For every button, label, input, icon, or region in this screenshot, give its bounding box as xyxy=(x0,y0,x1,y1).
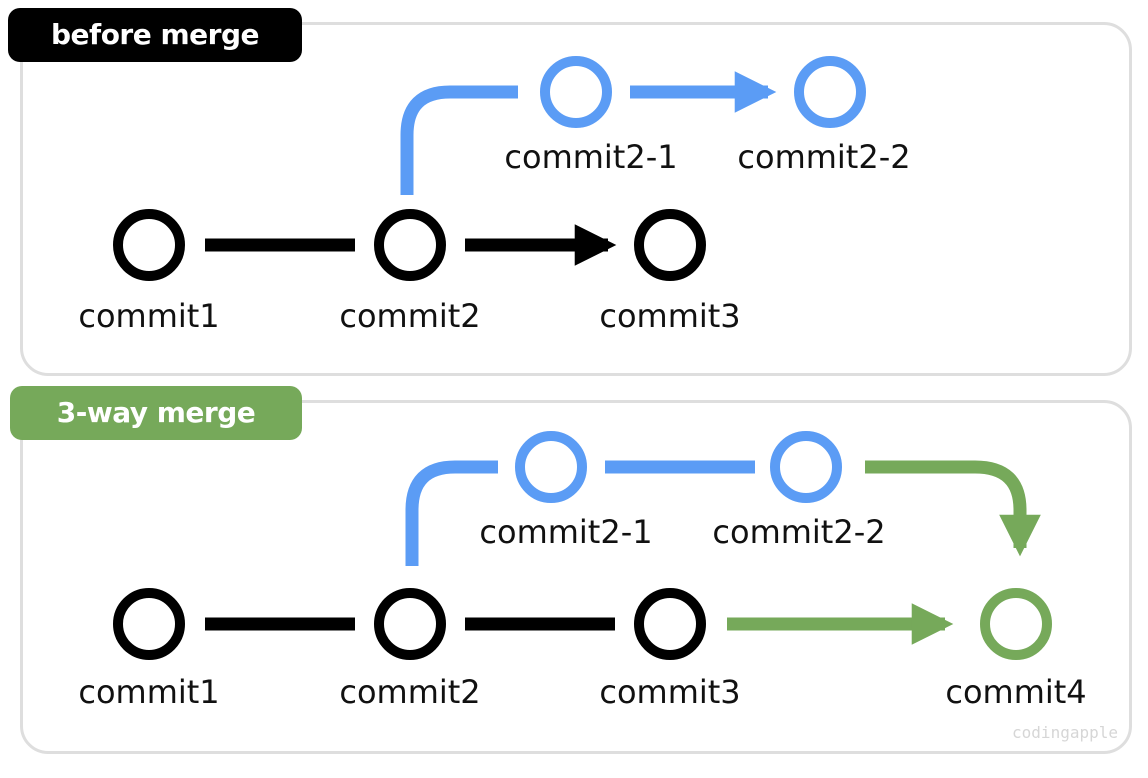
commit2-node xyxy=(374,209,446,281)
merge-edge-commit2-branch xyxy=(405,460,498,566)
merge-commit4-node xyxy=(980,588,1052,660)
merge-commit2-2-node xyxy=(770,431,842,503)
commit2-1-label: commit2-1 xyxy=(504,138,677,176)
merge-commit2-1-label: commit2-1 xyxy=(479,513,652,551)
merge-commit2-1-node xyxy=(515,431,587,503)
commit2-2-label: commit2-2 xyxy=(737,138,910,176)
merge-commit3-label: commit3 xyxy=(599,673,740,711)
merge-commit3-node xyxy=(634,588,706,660)
commit1-label: commit1 xyxy=(78,297,219,335)
commit1-node xyxy=(113,209,185,281)
merge-commit2-2-label: commit2-2 xyxy=(712,513,885,551)
merge-commit1-node xyxy=(113,588,185,660)
merge-edge-commit2-2-commit4-arrow xyxy=(865,460,1041,557)
merge-commit1-label: commit1 xyxy=(78,673,219,711)
commit2-label: commit2 xyxy=(339,297,480,335)
edge-commit2-branch xyxy=(400,85,518,195)
commit3-label: commit3 xyxy=(599,297,740,335)
merge-commit2-label: commit2 xyxy=(339,673,480,711)
commit3-node xyxy=(634,209,706,281)
merge-commit4-label: commit4 xyxy=(945,673,1086,711)
before-merge-tag: before merge xyxy=(8,8,302,62)
merge-commit2-node xyxy=(374,588,446,660)
three-way-merge-tag: 3-way merge xyxy=(10,386,302,440)
commit2-1-node xyxy=(540,56,612,128)
codingapple-watermark: codingapple xyxy=(1012,723,1118,742)
commit2-2-node xyxy=(794,56,866,128)
